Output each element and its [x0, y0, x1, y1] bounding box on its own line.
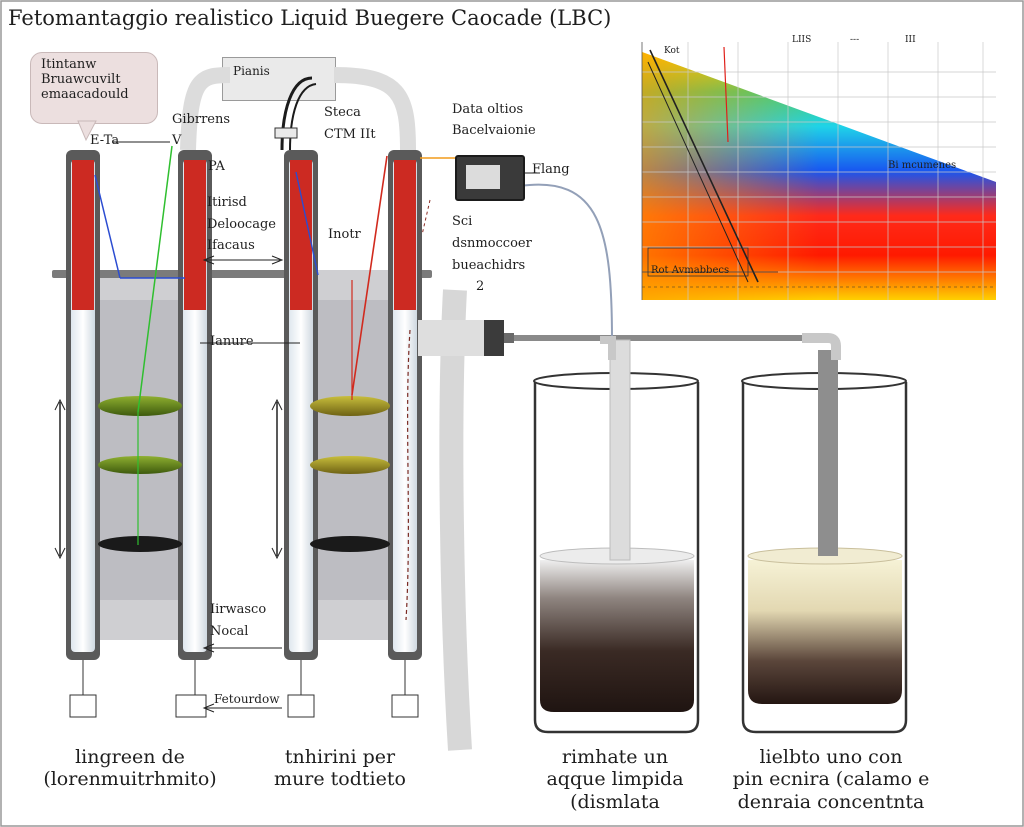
top-control-box: Pianis	[222, 57, 336, 101]
label-data-oltios: Data oltios	[452, 102, 524, 117]
label-bacelvaionie: Bacelvaionie	[452, 123, 536, 138]
caption-3-line-1: rimhate un	[561, 746, 669, 768]
label-pa: PA	[208, 159, 225, 174]
label-deloocage: Deloocage	[207, 217, 276, 232]
bubble-line-1: Itintanw	[41, 57, 97, 72]
label-gibrrens: Gibrrens	[172, 112, 231, 127]
caption-1: lingreen de (lorenmuitrhmito)	[30, 746, 230, 791]
caption-3: rimhate un aqque limpida (dismlata	[520, 746, 710, 813]
label-eta: E-Ta	[90, 133, 120, 148]
label-dsnmoccoer: dsnmoccoer	[452, 236, 532, 251]
label-number-2: 2	[476, 279, 485, 294]
caption-2-line-2: mure todtieto	[274, 768, 406, 791]
diagram-title: Fetomantaggio realistico Liquid Buegere …	[8, 6, 612, 30]
label-flang: Flang	[532, 162, 570, 177]
caption-2-line-1: tnhirini per	[284, 746, 396, 768]
caption-3-line-3: (dismlata	[570, 790, 660, 813]
heatmap-top-label-4: III	[905, 35, 916, 45]
heatmap-top-label-3: ---	[850, 35, 860, 45]
heatmap-chart	[628, 42, 996, 302]
caption-4-line-3: denraia concentnta	[737, 790, 925, 813]
label-ifacaus: Ifacaus	[207, 238, 255, 253]
label-steca: Steca	[324, 105, 361, 120]
top-box-label: Pianis	[233, 64, 270, 78]
label-bueachidrs: bueachidrs	[452, 258, 526, 273]
bubble-line-2: Bruawcuvilt	[41, 71, 121, 87]
heatmap-top-label-1: Kot	[664, 46, 680, 56]
label-noval: Nocal	[210, 624, 249, 639]
caption-4-line-2: pin ecnira (calamo e	[732, 768, 930, 791]
heatmap-inner-label-2: Rot Avmabbecs	[651, 265, 730, 276]
label-linwsco: Iirwasco	[210, 602, 267, 617]
caption-2: tnhirini per mure todtieto	[250, 746, 430, 791]
label-lanure: Ianure	[210, 334, 254, 349]
caption-4: lielbto uno con pin ecnira (calamo e den…	[722, 746, 940, 813]
bubble-line-3: emaacadould	[41, 86, 129, 102]
heatmap-inner-label-1: Bi mcumenes	[888, 160, 957, 171]
caption-1-line-1: lingreen de	[75, 746, 185, 768]
label-hirisd: Itirisd	[207, 195, 247, 210]
caption-3-line-2: aqque limpida	[546, 768, 684, 791]
label-ctm: CTM IIt	[324, 127, 376, 142]
label-sci: Sci	[452, 214, 473, 229]
label-v: V	[172, 133, 182, 148]
sensor-device	[455, 155, 525, 201]
label-fetourdow: Fetourdow	[214, 692, 280, 706]
heatmap-top-label-2: LIIS	[792, 35, 812, 45]
label-inotr: Inotr	[328, 227, 361, 242]
caption-1-line-2: (lorenmuitrhmito)	[43, 768, 217, 791]
note-bubble: Itintanw Bruawcuvilt emaacadould	[30, 52, 158, 124]
caption-4-line-1: lielbto uno con	[759, 746, 903, 768]
